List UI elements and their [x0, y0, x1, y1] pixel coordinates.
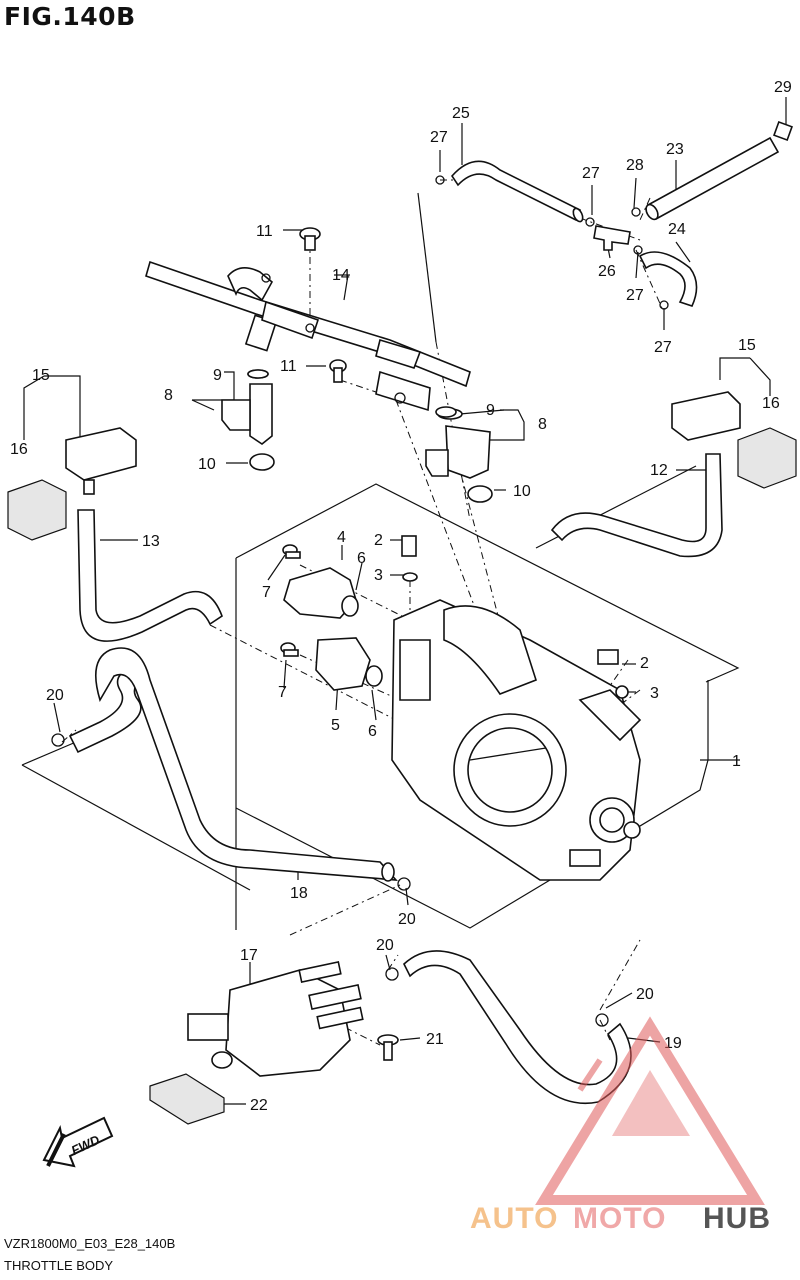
callout-7b: 7: [278, 684, 287, 701]
o-ring-6: [341, 595, 383, 687]
hose-18: [68, 647, 398, 882]
fwd-arrow-icon: FWD: [42, 1116, 114, 1168]
callout-9b: 9: [486, 402, 495, 419]
callout-22: 22: [250, 1097, 268, 1114]
callout-8: 8: [164, 387, 173, 404]
callout-13: 13: [142, 533, 160, 550]
callout-5: 5: [331, 717, 340, 734]
injector-8-left: [221, 369, 275, 471]
callout-6: 6: [357, 550, 366, 567]
watermark-logo: [535, 1016, 765, 1205]
callout-15: 15: [32, 367, 50, 384]
callout-27: 27: [430, 129, 448, 146]
callout-10: 10: [198, 456, 216, 473]
leader-lines: [23, 97, 787, 1105]
callout-labels: 1 2 2 3 3 4 5 6 6 7 7 8 8 9 9 10 10 11 1…: [10, 79, 792, 1114]
screw-2: [401, 535, 619, 665]
callout-24: 24: [668, 221, 686, 238]
sensor-15-left: [65, 427, 137, 495]
clip-27-group: [435, 175, 669, 310]
cover-16-left: [7, 479, 67, 541]
t-joint-26: [593, 225, 631, 251]
clip-29: [773, 121, 793, 141]
o-ring-9: [247, 369, 457, 418]
callout-16b: 16: [762, 395, 780, 412]
callout-27d: 27: [654, 339, 672, 356]
callout-27b: 27: [582, 165, 600, 182]
bolt-11: [299, 227, 347, 383]
callout-17: 17: [240, 947, 258, 964]
callout-27c: 27: [626, 287, 644, 304]
callout-25: 25: [452, 105, 470, 122]
clip-20-group: [51, 733, 609, 1027]
callout-10b: 10: [513, 483, 531, 500]
section-name: THROTTLE BODY: [4, 1258, 114, 1273]
hose-12: [550, 453, 723, 558]
callout-2b: 2: [640, 655, 649, 672]
callout-23: 23: [666, 141, 684, 158]
callout-6b: 6: [368, 723, 377, 740]
callout-2: 2: [374, 532, 383, 549]
callout-18: 18: [290, 885, 308, 902]
callout-11: 11: [256, 223, 273, 240]
callout-9: 9: [213, 367, 222, 384]
screw-7: [280, 544, 301, 657]
valve-17: [187, 961, 364, 1077]
callout-3b: 3: [650, 685, 659, 702]
callout-28: 28: [626, 157, 644, 174]
hose-13: [77, 509, 223, 642]
figure-title: FIG.140B: [4, 2, 136, 31]
fuel-rail-14: [145, 260, 471, 412]
hose-23: [645, 136, 780, 221]
sensor-5: [315, 637, 371, 691]
cover-16-right: [737, 427, 797, 489]
watermark-text: AUTO MOTO HUB: [470, 1202, 771, 1235]
callout-15b: 15: [738, 337, 756, 354]
callout-21: 21: [426, 1031, 444, 1048]
screw-21: [377, 1034, 399, 1061]
callout-20d: 20: [636, 986, 654, 1003]
callout-1: 1: [732, 753, 741, 770]
throttle-body-1: [391, 599, 642, 881]
callout-20b: 20: [398, 911, 416, 928]
hose-19: [403, 950, 632, 1104]
injector-8-right: [425, 408, 493, 503]
callout-12: 12: [650, 462, 668, 479]
callout-4: 4: [337, 529, 346, 546]
callout-20: 20: [46, 687, 64, 704]
assembly-frame: [21, 192, 740, 930]
washer-3: [402, 572, 629, 699]
svg-text:HUB: HUB: [703, 1202, 771, 1235]
diagram-code: VZR1800M0_E03_E28_140B: [4, 1236, 176, 1251]
hose-25: [450, 160, 584, 223]
callout-7: 7: [262, 584, 271, 601]
callout-11b: 11: [280, 358, 297, 375]
svg-text:MOTO: MOTO: [573, 1202, 666, 1235]
callout-26: 26: [598, 263, 616, 280]
hose-24: [638, 251, 698, 307]
callout-16: 16: [10, 441, 28, 458]
pad-22: [149, 1073, 225, 1125]
callout-14: 14: [332, 267, 350, 284]
callout-8b: 8: [538, 416, 547, 433]
callout-20c: 20: [376, 937, 394, 954]
callout-3: 3: [374, 567, 383, 584]
callout-29: 29: [774, 79, 792, 96]
svg-text:AUTO: AUTO: [470, 1202, 558, 1235]
sensor-15-right: [671, 391, 741, 441]
